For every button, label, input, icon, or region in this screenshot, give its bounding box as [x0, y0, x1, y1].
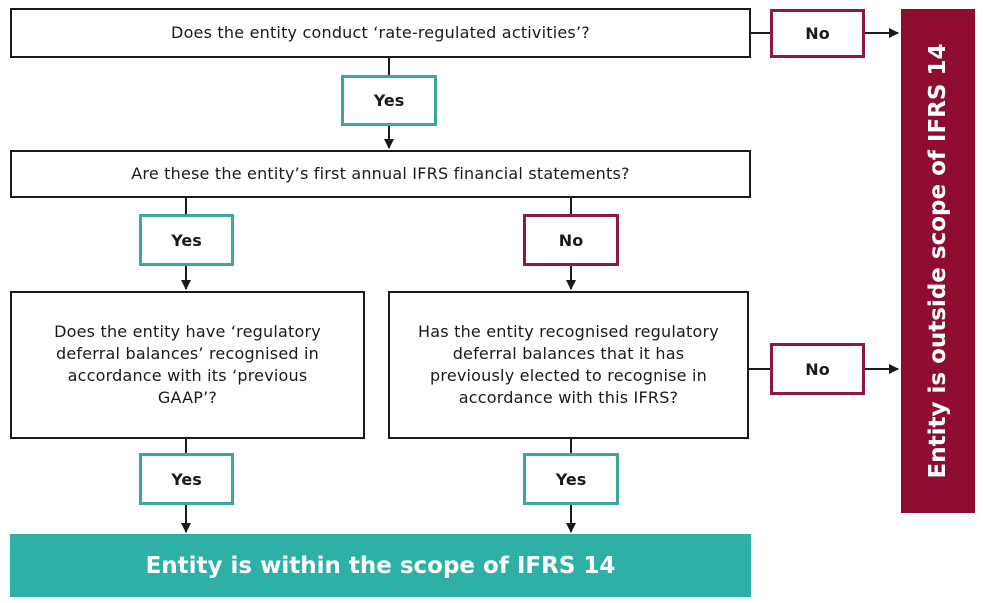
yes-text: Yes — [171, 469, 202, 489]
yes-text: Yes — [555, 469, 587, 489]
question-first-ifrs: Are these the entity’s first annual IFRS… — [10, 150, 751, 198]
question-previous-gaap: Does the entity have ‘regulatory deferra… — [10, 291, 365, 439]
question-previously-elected-text: Has the entity recognised regulatory def… — [418, 322, 719, 407]
no-text: No — [558, 230, 584, 250]
yes-label-previous-gaap: Yes — [139, 453, 234, 505]
no-text: No — [805, 359, 830, 379]
yes-label-rate-regulated: Yes — [341, 75, 437, 126]
outcome-outside-scope: Entity is outside scope of IFRS 14 — [901, 9, 975, 513]
question-previous-gaap-text: Does the entity have ‘regulatory deferra… — [54, 322, 321, 407]
yes-label-first-ifrs: Yes — [139, 214, 234, 266]
no-label-rate-regulated: No — [770, 9, 865, 58]
question-previously-elected: Has the entity recognised regulatory def… — [388, 291, 749, 439]
question-first-ifrs-text: Are these the entity’s first annual IFRS… — [131, 164, 630, 183]
no-label-first-ifrs: No — [523, 214, 619, 266]
outcome-within-scope-text: Entity is within the scope of IFRS 14 — [145, 552, 616, 579]
outcome-outside-scope-text: Entity is outside scope of IFRS 14 — [925, 43, 951, 479]
question-rate-regulated: Does the entity conduct ‘rate-regulated … — [10, 8, 751, 58]
yes-label-previously-elected: Yes — [523, 453, 619, 505]
no-text: No — [805, 24, 830, 43]
no-label-previously-elected: No — [770, 343, 865, 395]
outcome-within-scope: Entity is within the scope of IFRS 14 — [10, 534, 751, 597]
yes-text: Yes — [171, 230, 202, 250]
yes-text: Yes — [373, 91, 405, 110]
question-rate-regulated-text: Does the entity conduct ‘rate-regulated … — [171, 23, 590, 42]
